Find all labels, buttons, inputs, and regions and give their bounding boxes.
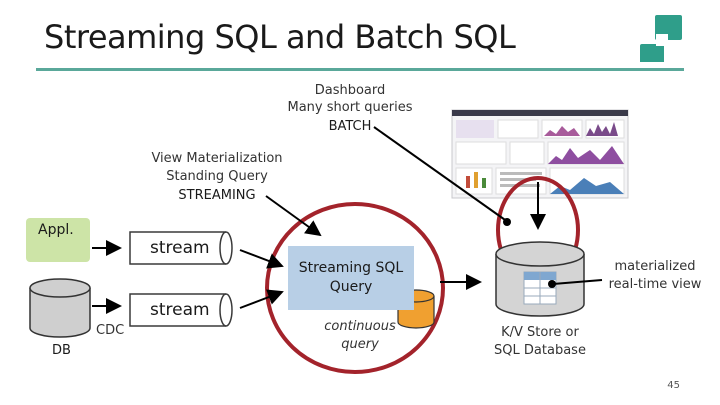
continuous-label: continuous (324, 319, 396, 334)
stream-pipe-top (129, 231, 233, 265)
streaming-sql-label-line1: Streaming SQL (298, 260, 404, 276)
real-time-view-label: real-time view (608, 277, 702, 292)
view-connector (552, 279, 603, 285)
stream-label-bottom: stream (150, 300, 210, 320)
standing-query-label: Standing Query (166, 169, 268, 184)
streaming-sql-box: Streaming SQL Query (288, 246, 414, 310)
streaming-arrow (265, 195, 322, 237)
materialized-label: materialized (614, 259, 696, 274)
view-materialization-label: View Materialization (151, 151, 283, 166)
kv-store-cylinder (495, 241, 585, 317)
stream-bottom-arrow (239, 289, 284, 309)
appl-label: Appl. (38, 222, 74, 238)
logo-icon (640, 15, 682, 62)
cdc-label: CDC (96, 323, 125, 338)
page-number: 45 (667, 380, 680, 391)
title-divider (36, 68, 684, 71)
dashboard-connector (373, 126, 509, 223)
slide-title: Streaming SQL and Batch SQL (44, 18, 516, 56)
sql-database-label: SQL Database (494, 343, 586, 358)
stream-pipe-bottom (129, 293, 233, 327)
kv-store-label: K/V Store or (501, 325, 579, 340)
stream-label-top: stream (150, 238, 210, 258)
db-cylinder (29, 278, 91, 338)
db-label: DB (52, 343, 71, 358)
appl-box: Appl. (26, 218, 90, 262)
streaming-sql-label-line2: Query (329, 279, 373, 295)
many-short-queries-label: Many short queries (287, 100, 413, 115)
query-label: query (341, 337, 379, 352)
streaming-label: STREAMING (178, 188, 256, 203)
dashboard-label: Dashboard (314, 83, 386, 98)
stream-top-arrow (239, 249, 284, 269)
dashboard-screenshot (451, 109, 629, 199)
batch-label: BATCH (328, 119, 372, 134)
highlight-circle-query (265, 202, 445, 374)
